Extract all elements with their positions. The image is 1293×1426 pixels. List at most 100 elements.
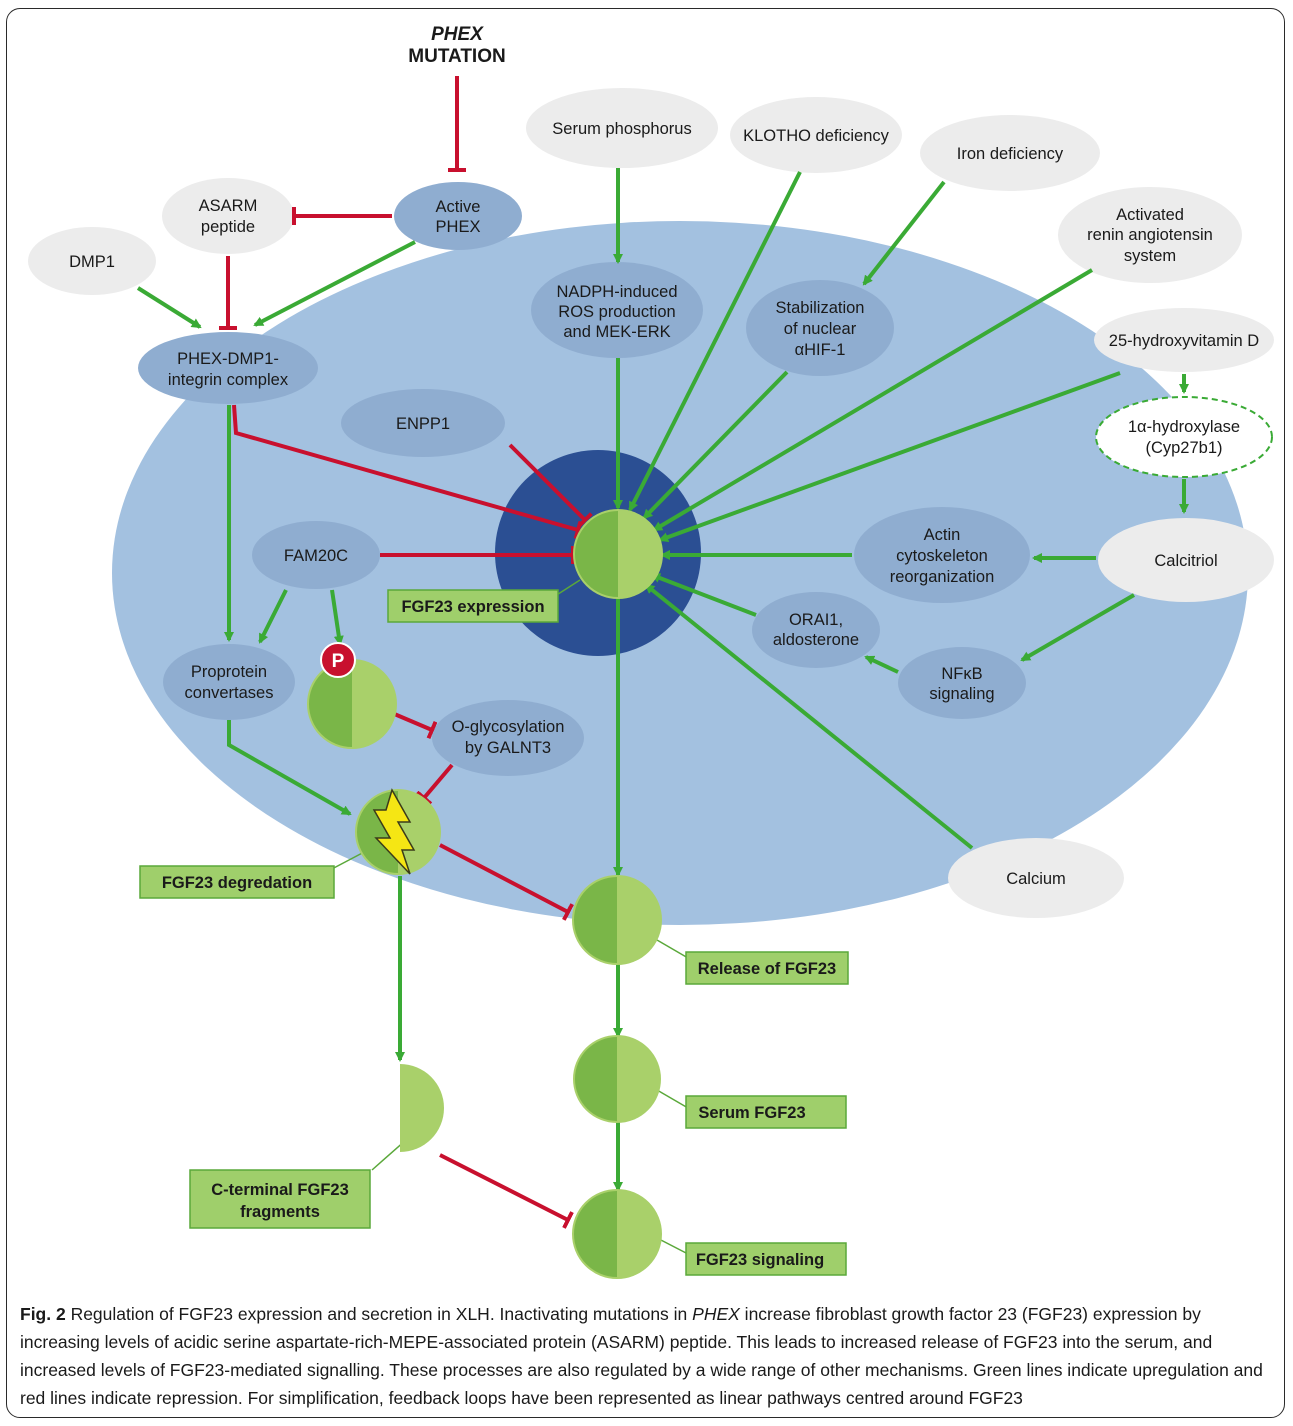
act-klotho-to-expression — [628, 171, 802, 512]
caption-lead: Regulation of FGF23 expression and secre… — [65, 1304, 693, 1324]
box-release-of-fgf23: Release of FGF23 — [685, 951, 849, 985]
act-fam20c-to-phospho — [330, 589, 344, 646]
inhibit-fragments-to-signaling — [439, 1153, 574, 1229]
node-active-phex: Active PHEX — [394, 182, 522, 250]
act-hif-to-expression — [642, 370, 789, 520]
fgf23-expression-circle — [573, 509, 663, 599]
svg-text:convertases: convertases — [185, 684, 274, 702]
phosphorylated-fgf23-circle — [307, 659, 397, 749]
svg-text:Actin: Actin — [924, 526, 961, 544]
node-renin-angiotensin: Activated renin angiotensin system — [1058, 187, 1242, 283]
node-o-glycosylation: O-glycosylation by GALNT3 — [432, 700, 584, 776]
svg-text:FAM20C: FAM20C — [284, 547, 348, 565]
box-fgf23-expression: FGF23 expression — [387, 589, 559, 623]
node-1a-hydroxylase: 1α-hydroxylase (Cyp27b1) — [1095, 396, 1273, 478]
svg-text:renin angiotensin: renin angiotensin — [1087, 226, 1213, 244]
svg-text:Serum FGF23: Serum FGF23 — [698, 1104, 805, 1122]
node-asarm-peptide: ASARM peptide — [162, 178, 294, 254]
node-klotho-deficiency: KLOTHO deficiency — [730, 97, 902, 173]
inhibit-enpp1-to-expression — [508, 443, 593, 528]
node-nadph: NADPH-induced ROS production and MEK-ERK — [531, 262, 703, 358]
svg-text:ROS production: ROS production — [558, 303, 675, 321]
svg-text:fragments: fragments — [240, 1203, 320, 1221]
svg-text:reorganization: reorganization — [890, 568, 995, 586]
mutation-label: MUTATION — [408, 46, 505, 67]
serum-fgf23-circle — [573, 1035, 661, 1123]
svg-text:αHIF-1: αHIF-1 — [795, 341, 846, 359]
svg-text:NADPH-induced: NADPH-induced — [556, 283, 677, 301]
act-fam20c-to-proprotein — [258, 589, 288, 644]
act-calcitriol-to-nfkb — [1020, 593, 1136, 662]
svg-text:Calcium: Calcium — [1006, 870, 1066, 888]
act-vitd-to-expression — [658, 371, 1121, 542]
act-phex-to-complex — [253, 240, 416, 327]
lightning-bolt-icon — [372, 788, 416, 875]
node-actin: Actin cytoskeleton reorganization — [854, 507, 1030, 603]
inhibition-lines — [219, 76, 593, 1229]
node-orai1-aldosterone: ORAI1, aldosterone — [752, 592, 880, 668]
figure-caption: Fig. 2 Regulation of FGF23 expression an… — [20, 1300, 1270, 1412]
svg-text:NFκB: NFκB — [941, 665, 982, 683]
act-iron-to-hif — [862, 180, 946, 286]
act-nfkb-to-orai1 — [864, 655, 899, 674]
svg-text:and MEK-ERK: and MEK-ERK — [563, 323, 670, 341]
svg-text:PHEX-DMP1-: PHEX-DMP1- — [177, 350, 279, 368]
svg-text:cytoskeleton: cytoskeleton — [896, 547, 988, 565]
svg-text:P: P — [332, 651, 345, 672]
c-terminal-fragment-half — [400, 1064, 444, 1152]
act-ras-to-expression — [652, 268, 1094, 532]
node-hif: Stabilization of nuclear αHIF-1 — [746, 280, 894, 376]
box-fgf23-degradation: FGF23 degredation — [139, 865, 335, 899]
node-enpp1: ENPP1 — [341, 389, 505, 457]
svg-text:Proprotein: Proprotein — [191, 663, 267, 681]
activation-lines — [136, 168, 1189, 1192]
caption-phex: PHEX — [692, 1304, 740, 1324]
svg-text:FGF23 expression: FGF23 expression — [401, 598, 544, 616]
svg-text:signaling: signaling — [929, 685, 994, 703]
svg-text:DMP1: DMP1 — [69, 253, 115, 271]
act-proprotein-to-degradation — [227, 720, 352, 816]
svg-text:C-terminal FGF23: C-terminal FGF23 — [211, 1181, 349, 1199]
svg-text:(Cyp27b1): (Cyp27b1) — [1145, 439, 1222, 457]
svg-text:25-hydroxyvitamin D: 25-hydroxyvitamin D — [1109, 332, 1259, 350]
node-phex-dmp1-integrin-complex: PHEX-DMP1- integrin complex — [138, 332, 318, 404]
svg-text:1α-hydroxylase: 1α-hydroxylase — [1128, 418, 1240, 436]
svg-text:aldosterone: aldosterone — [773, 631, 859, 649]
svg-text:Activated: Activated — [1116, 206, 1184, 224]
inhibit-oglyco-to-degradation — [415, 763, 454, 806]
svg-text:Iron deficiency: Iron deficiency — [957, 145, 1064, 163]
inhibit-phospho-to-oglyco — [391, 711, 438, 740]
fgf23-regulation-diagram: Active PHEX PHEX-DMP1- integrin complex … — [28, 24, 1274, 1279]
caption-rest: increase fibroblast growth factor 23 (FG… — [20, 1304, 1263, 1408]
svg-text:ENPP1: ENPP1 — [396, 415, 450, 433]
inhibit-complex-to-expression — [232, 404, 583, 540]
node-calcitriol: Calcitriol — [1098, 518, 1274, 602]
node-calcium: Calcium — [948, 838, 1124, 918]
box-serum-fgf23: Serum FGF23 — [685, 1095, 847, 1129]
phex-label: PHEX — [431, 24, 484, 45]
act-dmp1-to-complex — [136, 286, 202, 329]
svg-text:FGF23 degredation: FGF23 degredation — [162, 874, 312, 892]
svg-text:ASARM: ASARM — [199, 197, 258, 215]
svg-text:peptide: peptide — [201, 218, 255, 236]
svg-text:Active: Active — [436, 198, 481, 216]
fgf23-release-circle — [572, 875, 662, 965]
node-serum-phosphorus: Serum phosphorus — [526, 88, 718, 168]
svg-text:integrin complex: integrin complex — [168, 371, 289, 389]
svg-text:PHEX: PHEX — [436, 218, 481, 236]
node-25-hydroxyvitamin-d: 25-hydroxyvitamin D — [1094, 308, 1274, 372]
inhibit-degradation-to-release — [439, 843, 574, 921]
svg-text:ORAI1,: ORAI1, — [789, 611, 843, 629]
svg-text:Serum phosphorus: Serum phosphorus — [552, 120, 691, 138]
figure-frame — [6, 8, 1285, 1418]
box-fgf23-signaling: FGF23 signaling — [685, 1242, 847, 1276]
caption-figure-number: Fig. 2 — [20, 1304, 66, 1324]
node-iron-deficiency: Iron deficiency — [920, 115, 1100, 191]
svg-text:system: system — [1124, 247, 1176, 265]
svg-text:Stabilization: Stabilization — [776, 299, 865, 317]
act-orai1-to-expression — [650, 573, 757, 617]
fgf23-signaling-circle — [572, 1189, 662, 1279]
node-proprotein-convertases: Proprotein convertases — [163, 644, 295, 720]
box-c-terminal-fragments: C-terminal FGF23 fragments — [189, 1169, 371, 1229]
svg-text:of nuclear: of nuclear — [784, 320, 857, 338]
